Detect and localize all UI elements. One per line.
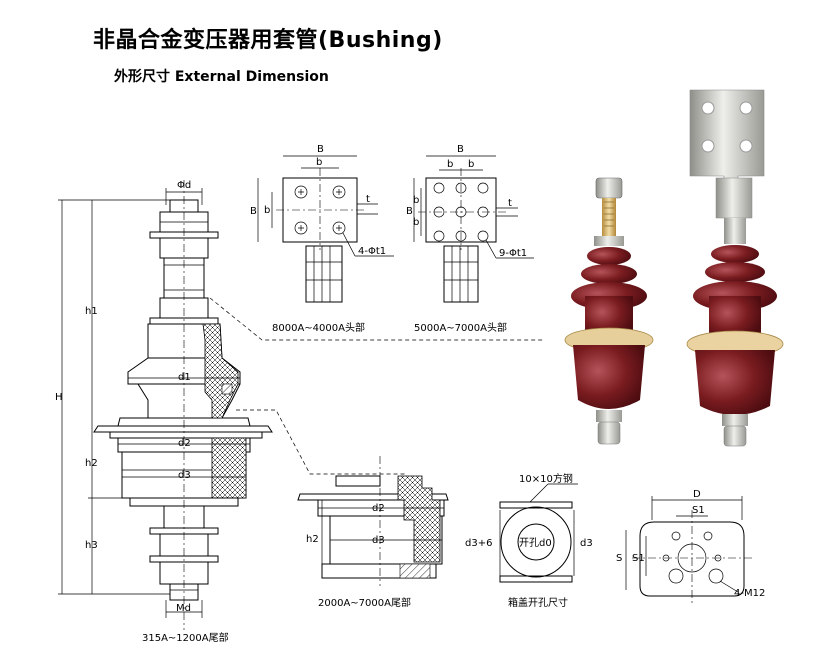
section-subtitle: 外形尺寸 External Dimension: [114, 69, 329, 85]
tail-d3: d3: [372, 535, 385, 546]
flange-S1-left: S1: [632, 553, 645, 564]
H-label: H: [55, 392, 63, 403]
head5000-B-left: B: [406, 206, 413, 217]
main-drawing-caption: 315A~1200A尾部: [142, 631, 229, 644]
h3-label: h3: [85, 540, 98, 551]
bushing-photo-right: [686, 89, 784, 447]
head8000-b-top: b: [316, 157, 322, 168]
head5000-b-top1: b: [447, 159, 453, 170]
cutout-hole: 开孔d0: [519, 537, 552, 549]
cutout-drawing: 10×10方钢 d3+6 d3 开孔d0 箱盖开孔尺寸: [465, 472, 593, 609]
tail-caption: 2000A~7000A尾部: [318, 596, 411, 609]
d1-label: d1: [178, 372, 191, 383]
flange-M12: 4-M12: [734, 588, 765, 599]
tail-d2: d2: [372, 503, 385, 514]
flange-S1-top: S1: [692, 505, 705, 516]
tail-h2: h2: [306, 534, 319, 545]
cutout-d3: d3: [580, 538, 593, 549]
bushing-photo-left: [564, 177, 654, 445]
flange-D: D: [693, 489, 701, 500]
cutout-d3-6: d3+6: [465, 538, 492, 549]
head8000-B-left: B: [250, 206, 257, 217]
main-bushing-drawing: Φd: [55, 180, 545, 644]
flange-S: S: [616, 553, 622, 564]
tail-2000-drawing: d2 d3 h2 2000A~7000A尾部: [297, 456, 449, 609]
cutout-caption: 箱盖开孔尺寸: [508, 596, 568, 609]
head5000-b-left1: b: [413, 195, 419, 206]
head5000-b-top2: b: [468, 159, 474, 170]
head-8000-drawing: B b B b t 4-Φt1 8000A~4000A头部: [250, 144, 394, 334]
head5000-b-left2: b: [413, 217, 419, 228]
head8000-caption: 8000A~4000A头部: [272, 321, 365, 334]
phi-d-label: Φd: [177, 180, 191, 191]
head8000-B-top: B: [317, 144, 324, 155]
Md-label: Md: [176, 603, 191, 614]
d2-label: d2: [178, 438, 191, 449]
flange-drawing: D S1 S S1 4-M12: [616, 489, 765, 604]
head5000-t: t: [508, 198, 512, 209]
d3-label: d3: [178, 470, 191, 481]
h1-label: h1: [85, 306, 98, 317]
page-title: 非晶合金变压器用套管(Bushing): [93, 28, 443, 53]
head5000-B-top: B: [457, 144, 464, 155]
head8000-t: t: [366, 194, 370, 205]
head5000-caption: 5000A~7000A头部: [414, 321, 507, 334]
head8000-holes: 4-Φt1: [358, 246, 386, 257]
h2-label: h2: [85, 458, 98, 469]
head8000-b-left: b: [264, 205, 270, 216]
head-5000-drawing: B b b B b b t 9-Φt1 5000A~7000A头部: [406, 144, 534, 334]
cutout-steel: 10×10方钢: [519, 472, 573, 485]
head5000-holes: 9-Φt1: [499, 248, 527, 259]
